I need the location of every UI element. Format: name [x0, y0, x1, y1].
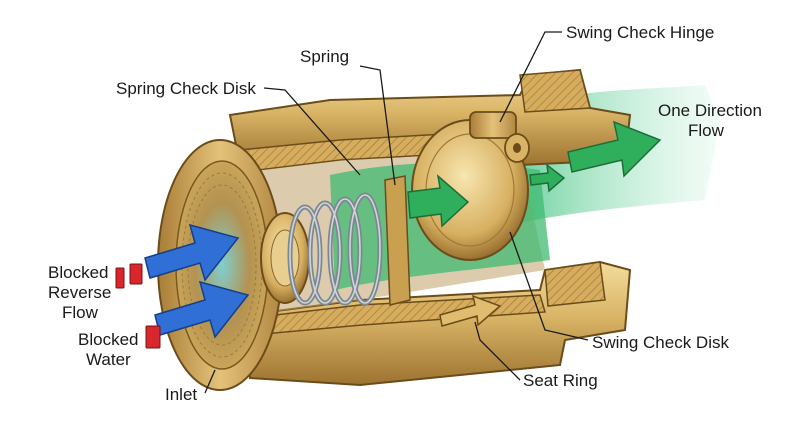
label-blocked-water-2: Water [86, 350, 131, 369]
label-swing-check-disk: Swing Check Disk [592, 333, 729, 352]
seat-ring-arrow [439, 294, 502, 327]
spring-check-disk [260, 212, 310, 304]
flow-arrow-icon [407, 120, 662, 228]
label-blocked-reverse-3: Flow [62, 303, 99, 322]
label-seat-ring: Seat Ring [523, 371, 598, 390]
label-spring: Spring [300, 47, 349, 66]
label-spring-check-disk: Spring Check Disk [116, 79, 256, 98]
blocked-marker-icon [115, 263, 161, 349]
label-blocked-water-1: Blocked [78, 330, 138, 349]
blocked-flow-arrows [144, 223, 250, 339]
label-swing-check-hinge: Swing Check Hinge [566, 23, 714, 42]
label-blocked-reverse-2: Reverse [48, 283, 111, 302]
seat-ring [384, 175, 411, 306]
label-blocked-reverse-1: Blocked [48, 263, 108, 282]
label-one-direction-2: Flow [688, 121, 725, 140]
leader-lines [204, 31, 589, 394]
valve-body-lower [243, 260, 632, 387]
label-inlet: Inlet [165, 385, 197, 404]
label-one-direction-1: One Direction [658, 101, 762, 120]
swing-check-hinge [469, 111, 530, 163]
